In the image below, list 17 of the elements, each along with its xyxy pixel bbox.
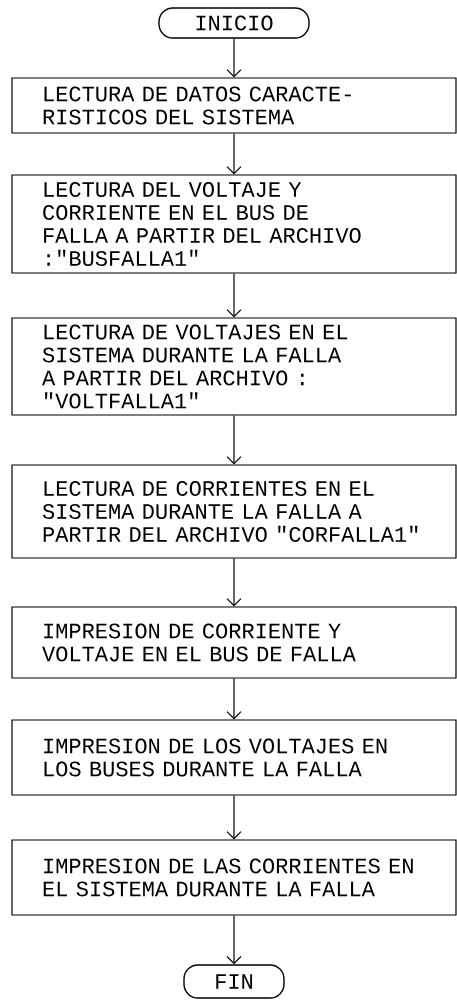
arrow [226, 678, 242, 720]
terminator-box: FIN [183, 964, 285, 999]
process-box: LECTURA DEL VOLTAJE Y CORRIENTE EN EL BUS DE FALLA A PARTIR DEL ARCHIVO :"BUSFALLA1" [11, 174, 457, 274]
process-box: IMPRESION DE CORRIENTE Y VOLTAJE EN EL BUS DE FALLA [11, 606, 457, 679]
process-box: IMPRESION DE LOS VOLTAJES EN LOS BUSES DURANTE LA FALLA [11, 719, 457, 796]
process-box: IMPRESION DE LAS CORRIENTES EN EL SISTEMA DURANTE LA FALLA [11, 839, 457, 916]
process-box: LECTURA DE DATOS CARACTE-RISTICOS DEL SISTEMA [11, 77, 457, 134]
arrow [226, 795, 242, 840]
arrow [226, 915, 242, 965]
process-box: LECTURA DE CORRIENTES EN EL SISTEMA DURANTE LA FALLA A PARTIR DEL ARCHIVO "CORFALLA1" [11, 464, 457, 559]
arrow [226, 273, 242, 318]
terminator-box: INICIO [158, 7, 310, 39]
arrow [226, 133, 242, 175]
arrow [226, 38, 242, 78]
process-box: LECTURA DE VOLTAJES EN EL SISTEMA DURANTE LA FALLA A PARTIR DEL ARCHIVO : "VOLTFALLA1" [11, 317, 457, 416]
arrow [226, 558, 242, 607]
arrow [226, 415, 242, 465]
